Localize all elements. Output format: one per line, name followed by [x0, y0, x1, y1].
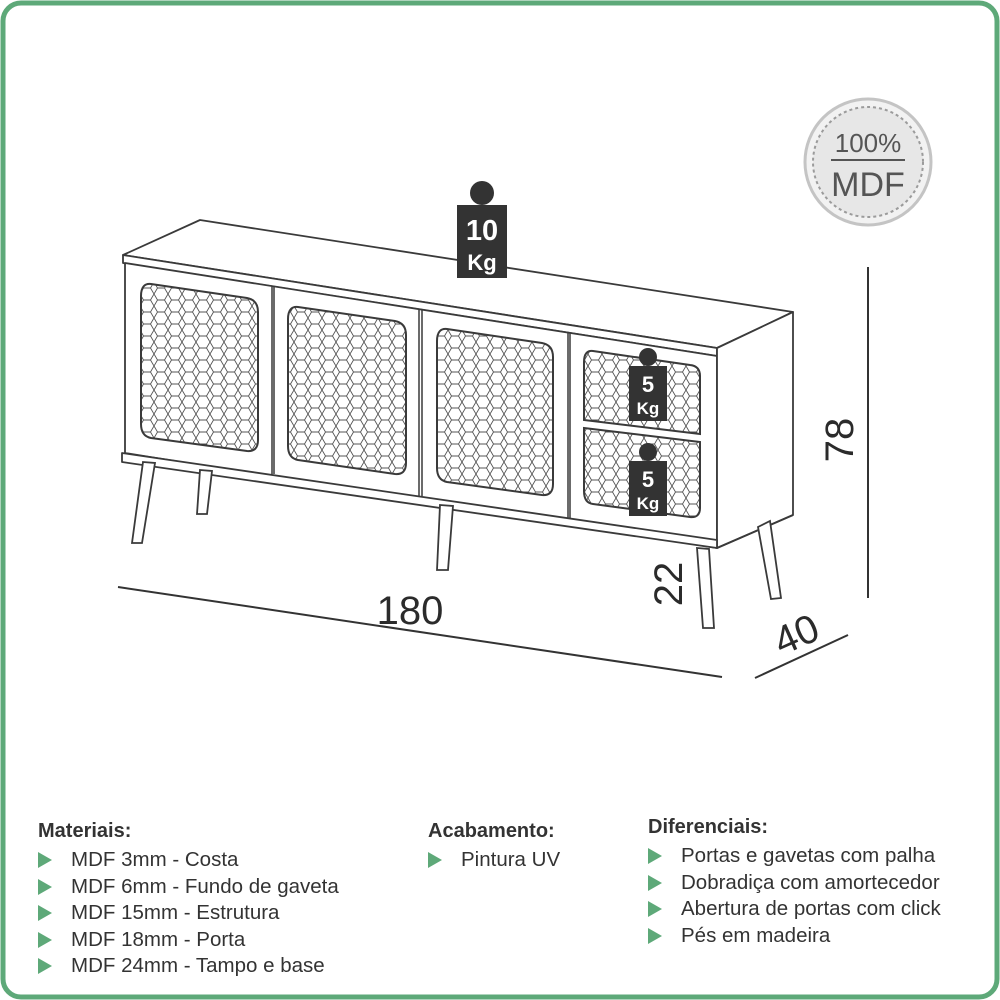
weight-tag-top: 10 Kg — [457, 181, 507, 278]
weight-top-value: 10 — [466, 215, 498, 247]
triangle-bullet-icon — [38, 905, 52, 922]
list-item: MDF 15mm - Estrutura — [38, 900, 339, 927]
triangle-bullet-icon — [38, 852, 52, 869]
dimension-lines — [117, 267, 869, 679]
triangle-bullet-icon — [648, 927, 662, 944]
weight-drawer-lower-unit: Kg — [637, 494, 660, 513]
list-item: MDF 24mm - Tampo e base — [38, 953, 339, 980]
door-panels — [140, 282, 701, 519]
diferenciais-title: Diferenciais: — [648, 816, 769, 838]
weight-top-unit: Kg — [467, 250, 496, 275]
triangle-bullet-icon — [648, 848, 662, 865]
weight-drawer-lower-value: 5 — [642, 467, 654, 492]
list-item: Portas e gavetas com palha — [648, 843, 941, 870]
list-item: Pintura UV — [428, 847, 560, 874]
legs — [130, 461, 783, 629]
list-item: Pés em madeira — [648, 923, 941, 950]
door-panel-2 — [287, 305, 407, 476]
triangle-bullet-icon — [648, 901, 662, 918]
materiais-section: Materiais: MDF 3mm - Costa MDF 6mm - Fun… — [38, 820, 339, 980]
list-item: Abertura de portas com click — [648, 896, 941, 923]
weight-tag-drawer-upper: 5 Kg — [629, 348, 667, 421]
leg-dimension: 22 — [647, 562, 691, 607]
mdf-badge: 100% MDF — [803, 97, 933, 227]
door-dividers — [271, 286, 571, 518]
weight-tag-drawer-lower: 5 Kg — [629, 443, 667, 516]
acabamento-section: Acabamento: Pintura UV — [428, 820, 560, 874]
list-item: MDF 6mm - Fundo de gaveta — [38, 874, 339, 901]
height-dimension: 78 — [818, 418, 862, 463]
width-dimension: 180 — [377, 589, 444, 633]
door-panel-3 — [436, 327, 554, 497]
triangle-bullet-icon — [38, 931, 52, 948]
triangle-bullet-icon — [38, 958, 52, 975]
diferenciais-section: Diferenciais: Portas e gavetas com palha… — [648, 816, 941, 949]
badge-percent: 100% — [835, 128, 902, 158]
door-panel-1 — [140, 282, 259, 453]
triangle-bullet-icon — [648, 874, 662, 891]
list-item: MDF 18mm - Porta — [38, 927, 339, 954]
triangle-bullet-icon — [38, 878, 52, 895]
weight-drawer-upper-value: 5 — [642, 372, 654, 397]
triangle-bullet-icon — [428, 852, 442, 869]
list-item: Dobradiça com amortecedor — [648, 870, 941, 897]
weight-drawer-upper-unit: Kg — [637, 399, 660, 418]
list-item: MDF 3mm - Costa — [38, 847, 339, 874]
materiais-title: Materiais: — [38, 820, 132, 842]
depth-dimension: 40 — [767, 606, 826, 664]
badge-material: MDF — [831, 166, 905, 204]
rack-body — [121, 219, 794, 549]
acabamento-title: Acabamento: — [428, 820, 555, 842]
